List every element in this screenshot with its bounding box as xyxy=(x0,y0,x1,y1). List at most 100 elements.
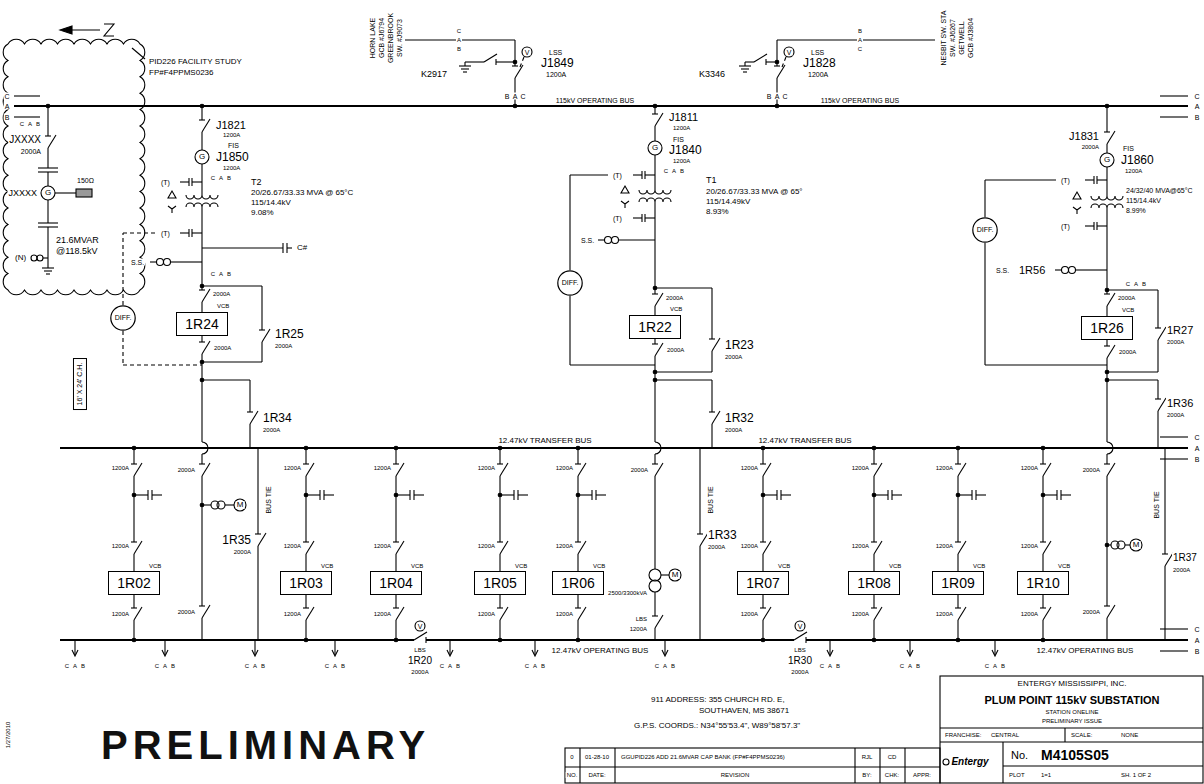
relay-wire xyxy=(569,296,570,365)
table-line xyxy=(614,748,615,783)
feeder-exit xyxy=(534,640,535,655)
annotation-label: A xyxy=(218,271,224,277)
title-block-text: M4105S05 xyxy=(1040,748,1110,762)
annotation-label: C# xyxy=(296,244,308,252)
annotation-label: BUS TIE xyxy=(265,485,272,514)
switch-contact xyxy=(652,463,658,464)
annotation-label: C xyxy=(1193,93,1200,100)
breaker-box: 1R02 xyxy=(108,571,159,595)
switch-blade xyxy=(484,54,497,62)
switch-blade xyxy=(763,607,771,620)
relay-wire xyxy=(985,364,1107,365)
switch-blade xyxy=(1107,345,1115,358)
wire xyxy=(1106,106,1107,132)
annotation-label: C xyxy=(899,663,905,669)
annotation-label: HORN LAKE xyxy=(369,17,376,59)
motor-operator xyxy=(522,47,532,57)
wire xyxy=(873,620,874,640)
switch-blade xyxy=(134,463,142,476)
wire xyxy=(577,620,578,640)
annotation-label: C xyxy=(1193,626,1200,633)
annotation-label: 1R23 xyxy=(724,339,755,351)
junction-dot xyxy=(956,638,960,642)
wire xyxy=(201,354,202,380)
switch-blade xyxy=(396,541,404,554)
capacitor-symbol xyxy=(287,247,292,248)
annotation-label: C xyxy=(1193,434,1200,441)
annotation-label: 12.47kV OPERATING BUS xyxy=(1036,647,1135,655)
switch-blade xyxy=(712,411,720,424)
relay-wire xyxy=(984,180,985,217)
switch-contact xyxy=(303,541,309,542)
title-block-text: NONE xyxy=(1120,732,1139,738)
junction-dot xyxy=(498,493,502,497)
annotation-label: A xyxy=(532,663,538,669)
annotation-label: (T) xyxy=(612,215,623,222)
switch-contact xyxy=(709,338,715,339)
annotation-label: 2000A xyxy=(212,291,231,297)
annotation-label: VCB xyxy=(320,563,334,569)
title-block-text: FRANCHISE: xyxy=(944,732,982,738)
revision-cell: GGUPID226 ADD 21.6MVAR CAP BANK (FP#F4PP… xyxy=(620,754,786,760)
switch-contact xyxy=(1104,463,1110,464)
annotation-label: 1200A xyxy=(111,465,130,471)
annotation-label: 1200A xyxy=(1020,543,1039,549)
breaker-box: 1R07 xyxy=(737,571,788,595)
title-block-text: No. xyxy=(1010,750,1029,761)
annotation-label: V xyxy=(417,623,424,630)
annotation-label: A xyxy=(907,663,913,669)
annotation-label: 21.6MVAR xyxy=(55,236,100,245)
breaker-box: 1R22 xyxy=(629,315,680,339)
annotation-label: 1R32 xyxy=(724,412,755,424)
switch-contact xyxy=(871,541,877,542)
junction-dot xyxy=(761,493,765,497)
table-line xyxy=(579,748,580,783)
switch-blade xyxy=(250,411,258,424)
capacitor-symbol xyxy=(409,490,410,500)
switch-contact xyxy=(393,463,399,464)
switch-blade xyxy=(655,293,663,306)
annotation-label: B xyxy=(226,271,232,277)
annotation-label: 1200A xyxy=(851,465,870,471)
revision-cell: 01-28-10 xyxy=(584,754,610,760)
annotation-label: J1849 xyxy=(540,57,575,69)
switch-contact xyxy=(871,607,877,608)
annotation-label: B xyxy=(340,663,346,669)
motor-operator xyxy=(795,621,805,631)
capacitor-symbol xyxy=(971,490,972,500)
motor-operator xyxy=(784,47,794,57)
wire xyxy=(1042,620,1043,640)
wire xyxy=(1157,380,1158,399)
node-text: 1R22 xyxy=(638,319,671,335)
annotation-label: J1821 xyxy=(215,120,247,131)
breaker-box: 1R09 xyxy=(932,571,983,595)
switch-contact xyxy=(497,463,503,464)
annotation-label: LBS xyxy=(635,616,648,622)
switch-contact xyxy=(131,463,137,464)
annotation-label: M xyxy=(236,501,245,509)
annotation-label: BUS TIE xyxy=(1153,490,1160,519)
wire xyxy=(699,546,700,640)
breaker-box: 1R24 xyxy=(176,312,227,336)
revision-cell: APPR: xyxy=(912,772,932,778)
resistor-symbol xyxy=(76,189,92,197)
annotation-label: B xyxy=(540,663,546,669)
annotation-label: B xyxy=(170,663,176,669)
annotation-label: B xyxy=(835,663,841,669)
revision-block xyxy=(565,748,940,783)
capacitor-symbol xyxy=(513,490,514,500)
switch-blade xyxy=(396,607,404,620)
phase-line xyxy=(1160,95,1188,96)
wire xyxy=(654,155,655,190)
wire xyxy=(1042,448,1043,464)
ct-symbol xyxy=(1093,176,1094,184)
ct-symbol xyxy=(37,255,43,261)
wire xyxy=(957,476,958,542)
ct-symbol xyxy=(645,174,655,175)
annotation-label: C xyxy=(663,168,669,174)
annotation-label: VCB xyxy=(592,563,606,569)
wire xyxy=(133,448,134,464)
switch-contact xyxy=(1040,607,1046,608)
annotation-label: A xyxy=(671,168,677,174)
annotation-label: 1R37 xyxy=(1172,553,1198,563)
